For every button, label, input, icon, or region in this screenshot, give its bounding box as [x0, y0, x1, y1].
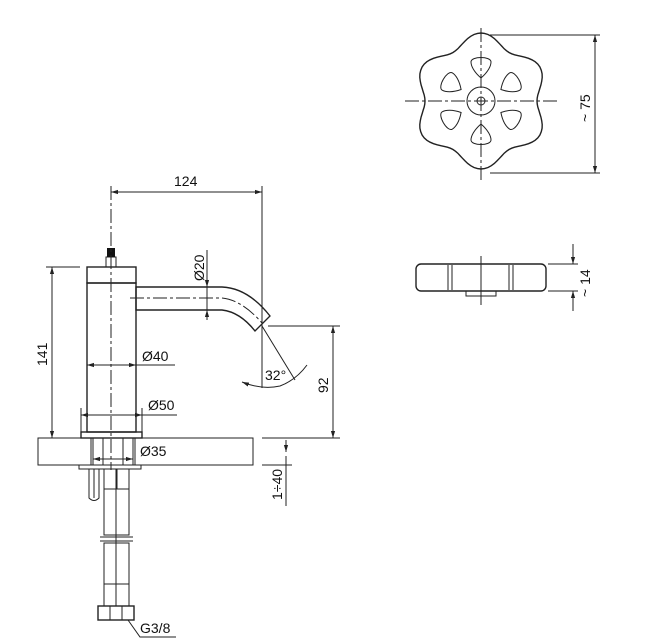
- mounting-plate: [78, 464, 142, 470]
- handle-hole: [500, 72, 522, 93]
- dim-75: ~ 75: [577, 94, 593, 122]
- handle-hole: [500, 109, 522, 130]
- dim-d50: Ø50: [148, 397, 175, 413]
- dim-d40: Ø40: [142, 348, 169, 364]
- handle-top-view: ~ 75: [405, 28, 600, 180]
- countertop-section: [37, 437, 254, 466]
- spout: [135, 286, 271, 333]
- handle-hole: [440, 72, 462, 93]
- handle-side-view: ~ 14: [415, 244, 593, 311]
- threaded-stud: [88, 468, 100, 501]
- dim-92: 92: [315, 377, 331, 393]
- handle-hole: [440, 109, 462, 130]
- label-g38: G3/8: [140, 620, 171, 636]
- dim-d35: Ø35: [140, 443, 167, 459]
- dim-1-40: 1÷40: [269, 469, 285, 500]
- knob: [107, 248, 115, 257]
- dimensions: 124 141 Ø20 Ø40 Ø50 Ø35 32° 92: [34, 173, 340, 638]
- dim-141: 141: [34, 342, 50, 366]
- hose-nut: [97, 605, 135, 621]
- dim-14: ~ 14: [577, 269, 593, 297]
- dim-d20: Ø20: [191, 254, 207, 281]
- dim-angle-32: 32°: [265, 367, 286, 383]
- dim-124: 124: [174, 173, 198, 189]
